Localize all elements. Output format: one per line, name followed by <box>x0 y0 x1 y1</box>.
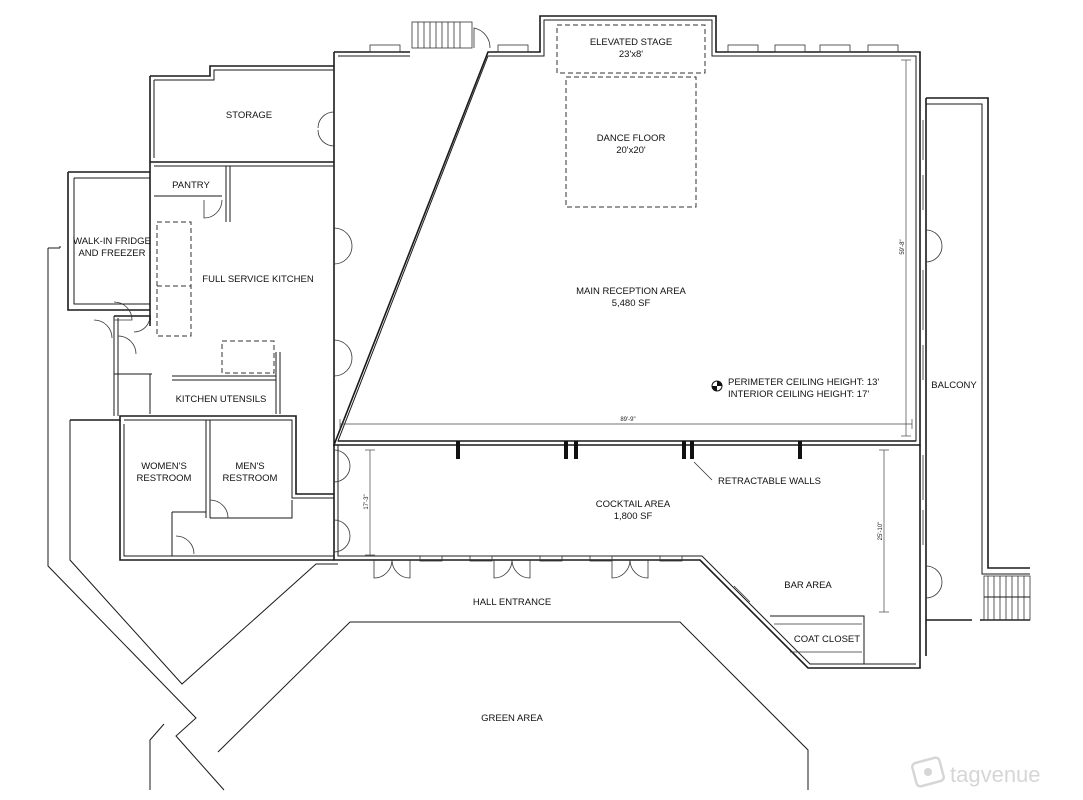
utensils-walls <box>113 315 281 416</box>
utensils-door-1 <box>113 301 133 321</box>
storage-label: STORAGE <box>226 110 272 121</box>
cocktail-left-doors <box>333 449 351 553</box>
cocktail-depth-right-dimension <box>879 449 889 613</box>
balcony-doors <box>925 229 943 599</box>
womens-label-2: RESTROOM <box>137 473 192 484</box>
dance-floor-size: 20'x20' <box>616 145 646 156</box>
cocktail-depth-left-label: 17'-3" <box>364 494 370 509</box>
hall-entrance-label: HALL ENTRANCE <box>473 597 551 608</box>
watermark-text: tagvenue <box>950 762 1041 787</box>
cocktail-area: 1,800 SF <box>614 511 653 522</box>
walk-in-walls <box>67 171 150 311</box>
storage-doors <box>317 111 335 147</box>
main-width-dimension <box>339 419 913 429</box>
mens-door <box>209 499 229 519</box>
balcony-stairs <box>983 575 1031 621</box>
service-walls <box>149 65 334 320</box>
cocktail-windows <box>419 555 683 562</box>
womens-door <box>175 535 195 555</box>
mens-label-2: RESTROOM <box>223 473 278 484</box>
main-depth-dimension <box>901 59 911 437</box>
ceiling-height-icon <box>711 380 723 392</box>
outdoor-paths <box>47 246 809 791</box>
dance-floor <box>565 76 697 208</box>
dance-floor-label: DANCE FLOOR <box>597 133 666 144</box>
main-reception-area: 5,480 SF <box>612 298 651 309</box>
cocktail-label: COCKTAIL AREA <box>596 499 671 510</box>
restroom-walls <box>70 415 334 561</box>
top-windows <box>369 44 899 53</box>
walk-in-label-1: WALK-IN FRIDGE <box>73 236 151 247</box>
main-depth-label: 59'-8" <box>900 239 906 254</box>
walk-in-label-2: AND FREEZER <box>78 248 145 259</box>
mens-label-1: MEN'S <box>235 461 264 472</box>
pantry-door <box>203 199 223 219</box>
womens-label-1: WOMEN'S <box>141 461 187 472</box>
utensils-door-3 <box>133 315 151 333</box>
kitchen-equipment <box>156 221 275 374</box>
perimeter-ceiling-note: PERIMETER CEILING HEIGHT: 13' <box>728 377 879 388</box>
walk-in-door <box>93 319 113 339</box>
main-width-label: 89'-9" <box>620 417 635 423</box>
elevated-stage <box>556 24 706 74</box>
tagvenue-logo-icon <box>911 756 945 788</box>
pantry-label: PANTRY <box>172 180 210 191</box>
retractable-walls-label: RETRACTABLE WALLS <box>718 476 821 487</box>
utensils-door-2 <box>117 335 137 355</box>
main-reception-label: MAIN RECEPTION AREA <box>576 286 686 297</box>
cocktail-walls <box>333 445 921 669</box>
kitchen-label: FULL SERVICE KITCHEN <box>202 274 314 285</box>
elevated-stage-label: ELEVATED STAGE <box>590 37 672 48</box>
balcony-label: BALCONY <box>931 380 977 391</box>
interior-ceiling-note: INTERIOR CEILING HEIGHT: 17' <box>728 389 869 400</box>
coat-closet-label: COAT CLOSET <box>794 634 860 645</box>
retractable-walls <box>338 440 916 481</box>
green-area-label: GREEN AREA <box>481 713 543 724</box>
hall-entrance-doors <box>373 559 649 579</box>
cocktail-depth-left-dimension <box>365 449 375 556</box>
kitchen-utensils-label: KITCHEN UTENSILS <box>176 394 267 405</box>
elevated-stage-size: 23'x8' <box>619 49 643 60</box>
coat-closet-walls <box>733 585 865 664</box>
bar-area-label: BAR AREA <box>784 580 832 591</box>
cocktail-depth-right-label: 25'-10" <box>878 522 884 541</box>
top-stairs <box>411 21 491 49</box>
main-left-doors <box>333 227 353 377</box>
